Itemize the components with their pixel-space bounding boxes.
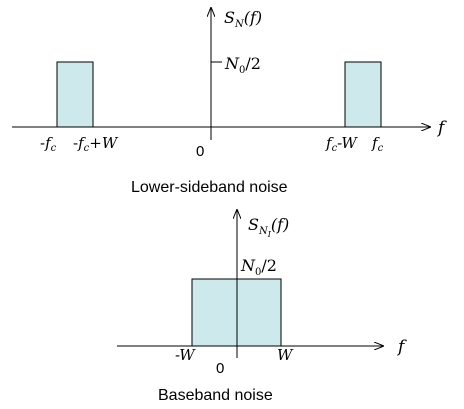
top-plot: SN(f) N0/2 f 0 -fc -fc+W fc-W fc Lower-s… (12, 8, 447, 196)
top-level-label: N0/2 (224, 54, 261, 76)
bottom-caption: Baseband noise (158, 387, 273, 404)
top-caption: Lower-sideband noise (131, 179, 288, 196)
bottom-tick-w: W (277, 346, 294, 364)
top-tick-fc: fc (371, 134, 384, 154)
top-tick-neg-fc: -fc (40, 134, 57, 154)
top-left-band (56, 61, 94, 128)
top-tick-neg-fc-plus-w: -fc+W (73, 134, 119, 154)
top-origin-label: 0 (196, 143, 204, 160)
top-right-band (344, 61, 382, 128)
bottom-tick-neg-w: -W (175, 346, 196, 364)
bottom-y-label: SNI(f) (248, 215, 289, 239)
bottom-plot: SNI(f) N0/2 f -W W 0 Baseband noise (117, 210, 407, 404)
top-y-label: SN(f) (224, 8, 262, 30)
top-x-label: f (436, 118, 447, 138)
bottom-origin-label: 0 (216, 360, 224, 377)
bottom-x-label: f (396, 337, 407, 357)
bottom-level-label: N0/2 (240, 256, 277, 278)
top-tick-fc-minus-w: fc-W (325, 134, 358, 154)
